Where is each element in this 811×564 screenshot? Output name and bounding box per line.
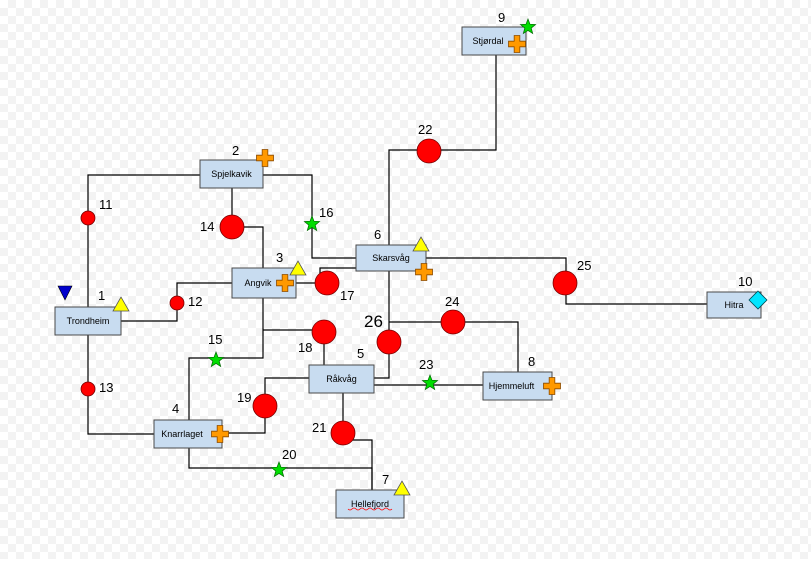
node-number-label: 2	[232, 143, 239, 158]
edge-number-label: 11	[99, 197, 113, 212]
edge-circle-marker	[80, 210, 96, 226]
node-label: Hellefjord	[351, 499, 389, 509]
node-box[interactable]	[54, 306, 122, 336]
edge-circle-marker	[440, 309, 466, 335]
node-number-label: 1	[98, 288, 105, 303]
edge-number-label: 26	[364, 312, 383, 331]
edge-number-label: 23	[419, 357, 433, 372]
node-number-label: 6	[374, 227, 381, 242]
node-knarrlaget[interactable]: Knarrlaget 4	[153, 401, 223, 449]
edge-number-label: 15	[208, 332, 222, 347]
node-number-label: 7	[382, 472, 389, 487]
node-decorations	[112, 18, 768, 496]
edge-number-label: 13	[99, 380, 113, 395]
node-box[interactable]	[308, 364, 375, 394]
edge-number-label: 25	[577, 258, 591, 273]
down-triangle-icon	[57, 285, 73, 301]
edge-circle-marker	[552, 270, 578, 296]
node-box[interactable]	[335, 489, 405, 519]
node-number-label: 9	[498, 10, 505, 25]
edge-circle-marker	[80, 381, 96, 397]
plus-icon	[276, 274, 294, 292]
plus-icon	[415, 263, 433, 281]
edge-star-marker	[207, 351, 225, 368]
edge-circle-marker	[330, 420, 356, 446]
plus-icon	[508, 35, 526, 53]
node-spjelkavik[interactable]: Spjelkavik 2	[199, 143, 264, 189]
edge-number-label: 22	[418, 122, 432, 137]
edge-number-label: 21	[312, 420, 326, 435]
edge-circle-marker	[252, 393, 278, 419]
edge-circle-marker	[169, 295, 185, 311]
edge-circle-marker	[314, 270, 340, 296]
diamond-icon	[748, 290, 768, 310]
edge-number-label: 24	[445, 294, 459, 309]
edge-star-marker	[421, 374, 439, 391]
plus-icon	[256, 149, 274, 167]
node-label: Hitra	[724, 300, 743, 310]
node-hjemmeluft[interactable]: Hjemmeluft 8	[482, 354, 553, 401]
spellcheck-underline	[347, 507, 393, 511]
node-number-label: 10	[738, 274, 752, 289]
node-trondheim[interactable]: Trondheim 1	[54, 288, 122, 336]
edge-number-label: 14	[200, 219, 214, 234]
edge-star-marker	[270, 461, 288, 478]
edge-number-label: 16	[319, 205, 333, 220]
plus-icon	[543, 377, 561, 395]
node-hellefjord[interactable]: Hellefjord 7	[335, 472, 405, 519]
edge-star-marker	[303, 215, 321, 232]
node-label: Knarrlaget	[161, 429, 203, 439]
plus-icon	[211, 425, 229, 443]
node-number-label: 8	[528, 354, 535, 369]
node-number-label: 3	[276, 250, 283, 265]
node-label: Råkvåg	[326, 374, 357, 384]
node-box[interactable]	[153, 419, 223, 449]
node-label: Skarsvåg	[372, 253, 410, 263]
node-label: Stjørdal	[472, 36, 503, 46]
edge-number-label: 12	[188, 294, 202, 309]
edge-circle-marker	[219, 214, 245, 240]
node-label: Spjelkavik	[211, 169, 252, 179]
triangle-icon	[393, 480, 411, 496]
star-icon	[519, 18, 537, 35]
node-number-label: 5	[357, 346, 364, 361]
node-label: Trondheim	[67, 316, 110, 326]
edge-circle-marker	[416, 138, 442, 164]
edge-number-label: 19	[237, 390, 251, 405]
edge-number-label: 20	[282, 447, 296, 462]
triangle-icon	[289, 260, 307, 276]
node-box[interactable]	[482, 371, 553, 401]
node-box[interactable]	[199, 159, 264, 189]
node-number-label: 4	[172, 401, 179, 416]
node-label: Angvik	[244, 278, 272, 288]
edge-number-label: 18	[298, 340, 312, 355]
edge-number-label: 17	[340, 288, 354, 303]
node-rakvag[interactable]: Råkvåg 5	[308, 346, 375, 394]
edge-circle-marker	[376, 329, 402, 355]
triangle-icon	[412, 236, 430, 252]
node-label: Hjemmeluft	[489, 381, 535, 391]
edge-circle-marker	[311, 319, 337, 345]
triangle-icon	[112, 296, 130, 312]
